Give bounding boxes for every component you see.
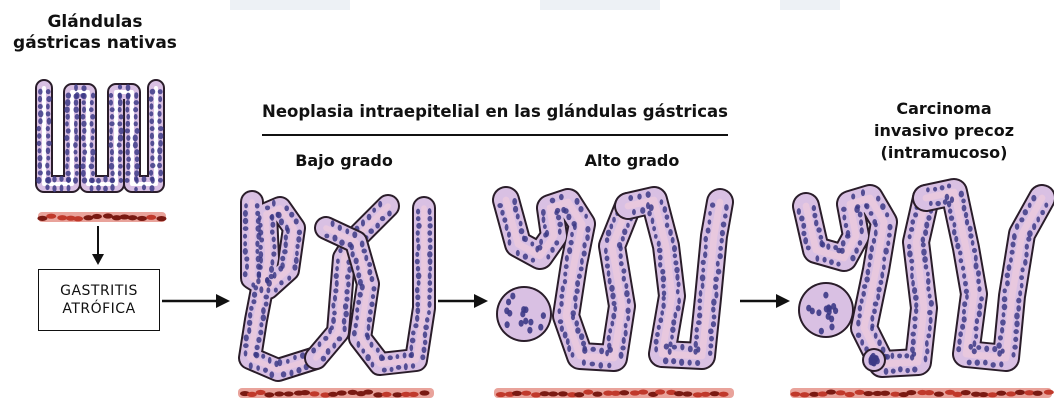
watermark-band-mid xyxy=(540,0,660,10)
high-grade-label: Alto grado xyxy=(570,150,694,171)
gastritis-atrofica-box: GASTRITIS ATRÓFICA xyxy=(38,269,160,331)
arrow-to-low-grade xyxy=(162,292,232,310)
arrow-high-to-carcinoma xyxy=(740,292,792,310)
carcinoma-line3: (intramucoso) xyxy=(846,142,1042,164)
neoplasia-header: Neoplasia intraepitelial en las glándula… xyxy=(248,101,742,122)
gastritis-line1: GASTRITIS xyxy=(60,282,138,300)
native-glands-line2: gástricas nativas xyxy=(2,33,188,54)
carcinoma-label: Carcinoma invasivo precoz (intramucoso) xyxy=(846,98,1042,164)
neoplasia-rule xyxy=(262,134,728,136)
high-grade-glands xyxy=(494,186,734,380)
native-gland-illustration xyxy=(30,78,170,198)
watermark-band-right xyxy=(780,0,840,10)
down-arrow xyxy=(88,226,108,266)
native-glands-label: Glándulas gástricas nativas xyxy=(2,12,188,54)
carcinoma-line2: invasivo precoz xyxy=(846,120,1042,142)
arrow-low-to-high xyxy=(438,292,490,310)
gastritis-line2: ATRÓFICA xyxy=(62,300,135,318)
carcinoma-line1: Carcinoma xyxy=(846,98,1042,120)
watermark-band-left xyxy=(230,0,350,10)
vessel-carcinoma xyxy=(790,384,1052,404)
low-grade-label: Bajo grado xyxy=(282,150,406,171)
carcinoma-glands xyxy=(790,178,1052,382)
vessel-high xyxy=(494,384,734,404)
low-grade-glands xyxy=(238,188,434,380)
native-glands-line1: Glándulas xyxy=(2,12,188,33)
vessel-low xyxy=(238,384,434,404)
vessel-native xyxy=(38,208,166,224)
